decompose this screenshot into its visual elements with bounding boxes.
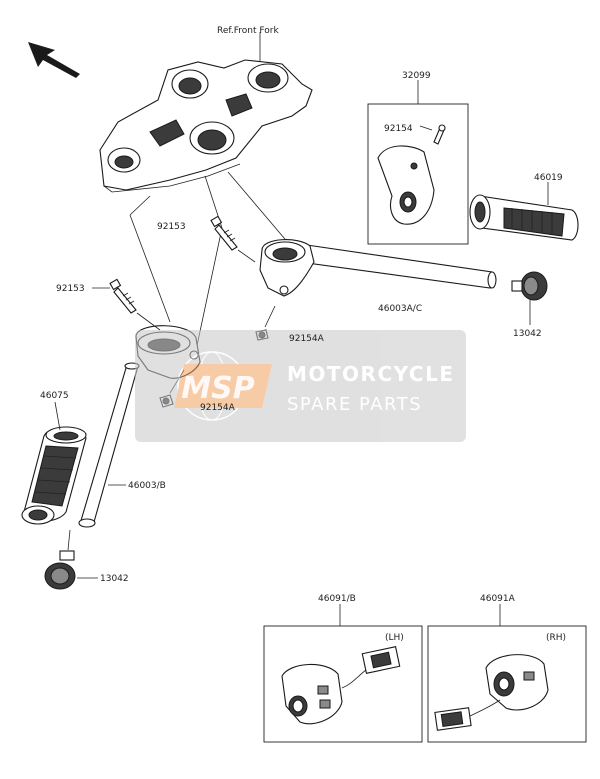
label-46003ac: 46003A/C: [378, 304, 422, 314]
screw-92154: [433, 124, 446, 145]
bar-end-right: [511, 271, 548, 301]
label-92154a-upper: 92154A: [289, 334, 325, 344]
label-46003b: 46003/B: [128, 481, 166, 491]
label-92153-upper: 92153: [157, 222, 186, 232]
switch-assembly-left: [281, 646, 401, 725]
arrow-up-left-icon: [28, 42, 80, 78]
label-92153-lower: 92153: [56, 284, 85, 294]
label-lh: (LH): [385, 633, 404, 643]
watermark-line1: MOTORCYCLE: [287, 362, 454, 386]
label-32099: 32099: [402, 71, 431, 81]
watermark: [135, 330, 466, 442]
label-46091b: 46091/B: [318, 594, 356, 604]
bolt-92153-upper: [210, 215, 238, 251]
label-92154a-lower: 92154A: [200, 403, 236, 413]
bolt-92153-lower: [109, 278, 137, 314]
watermark-line2: SPARE PARTS: [287, 394, 422, 415]
label-rh: (RH): [546, 633, 566, 643]
label-46091a: 46091A: [480, 594, 516, 604]
label-46019: 46019: [534, 173, 563, 183]
right-handlebar: [259, 239, 497, 297]
label-ref-front-fork: Ref.Front Fork: [217, 26, 279, 36]
throttle-housing-32099: [377, 145, 435, 225]
label-13042-left: 13042: [100, 574, 129, 584]
grip-right-46019: [469, 194, 579, 241]
bar-end-left: [44, 550, 76, 590]
label-92154: 92154: [384, 124, 413, 134]
upper-triple-clamp: [99, 59, 313, 193]
label-13042-right: 13042: [513, 329, 542, 339]
switch-assembly-right: [434, 654, 549, 731]
grip-left-46075: [21, 426, 87, 525]
label-46075: 46075: [40, 391, 69, 401]
watermark-logo: MSP: [181, 371, 254, 406]
